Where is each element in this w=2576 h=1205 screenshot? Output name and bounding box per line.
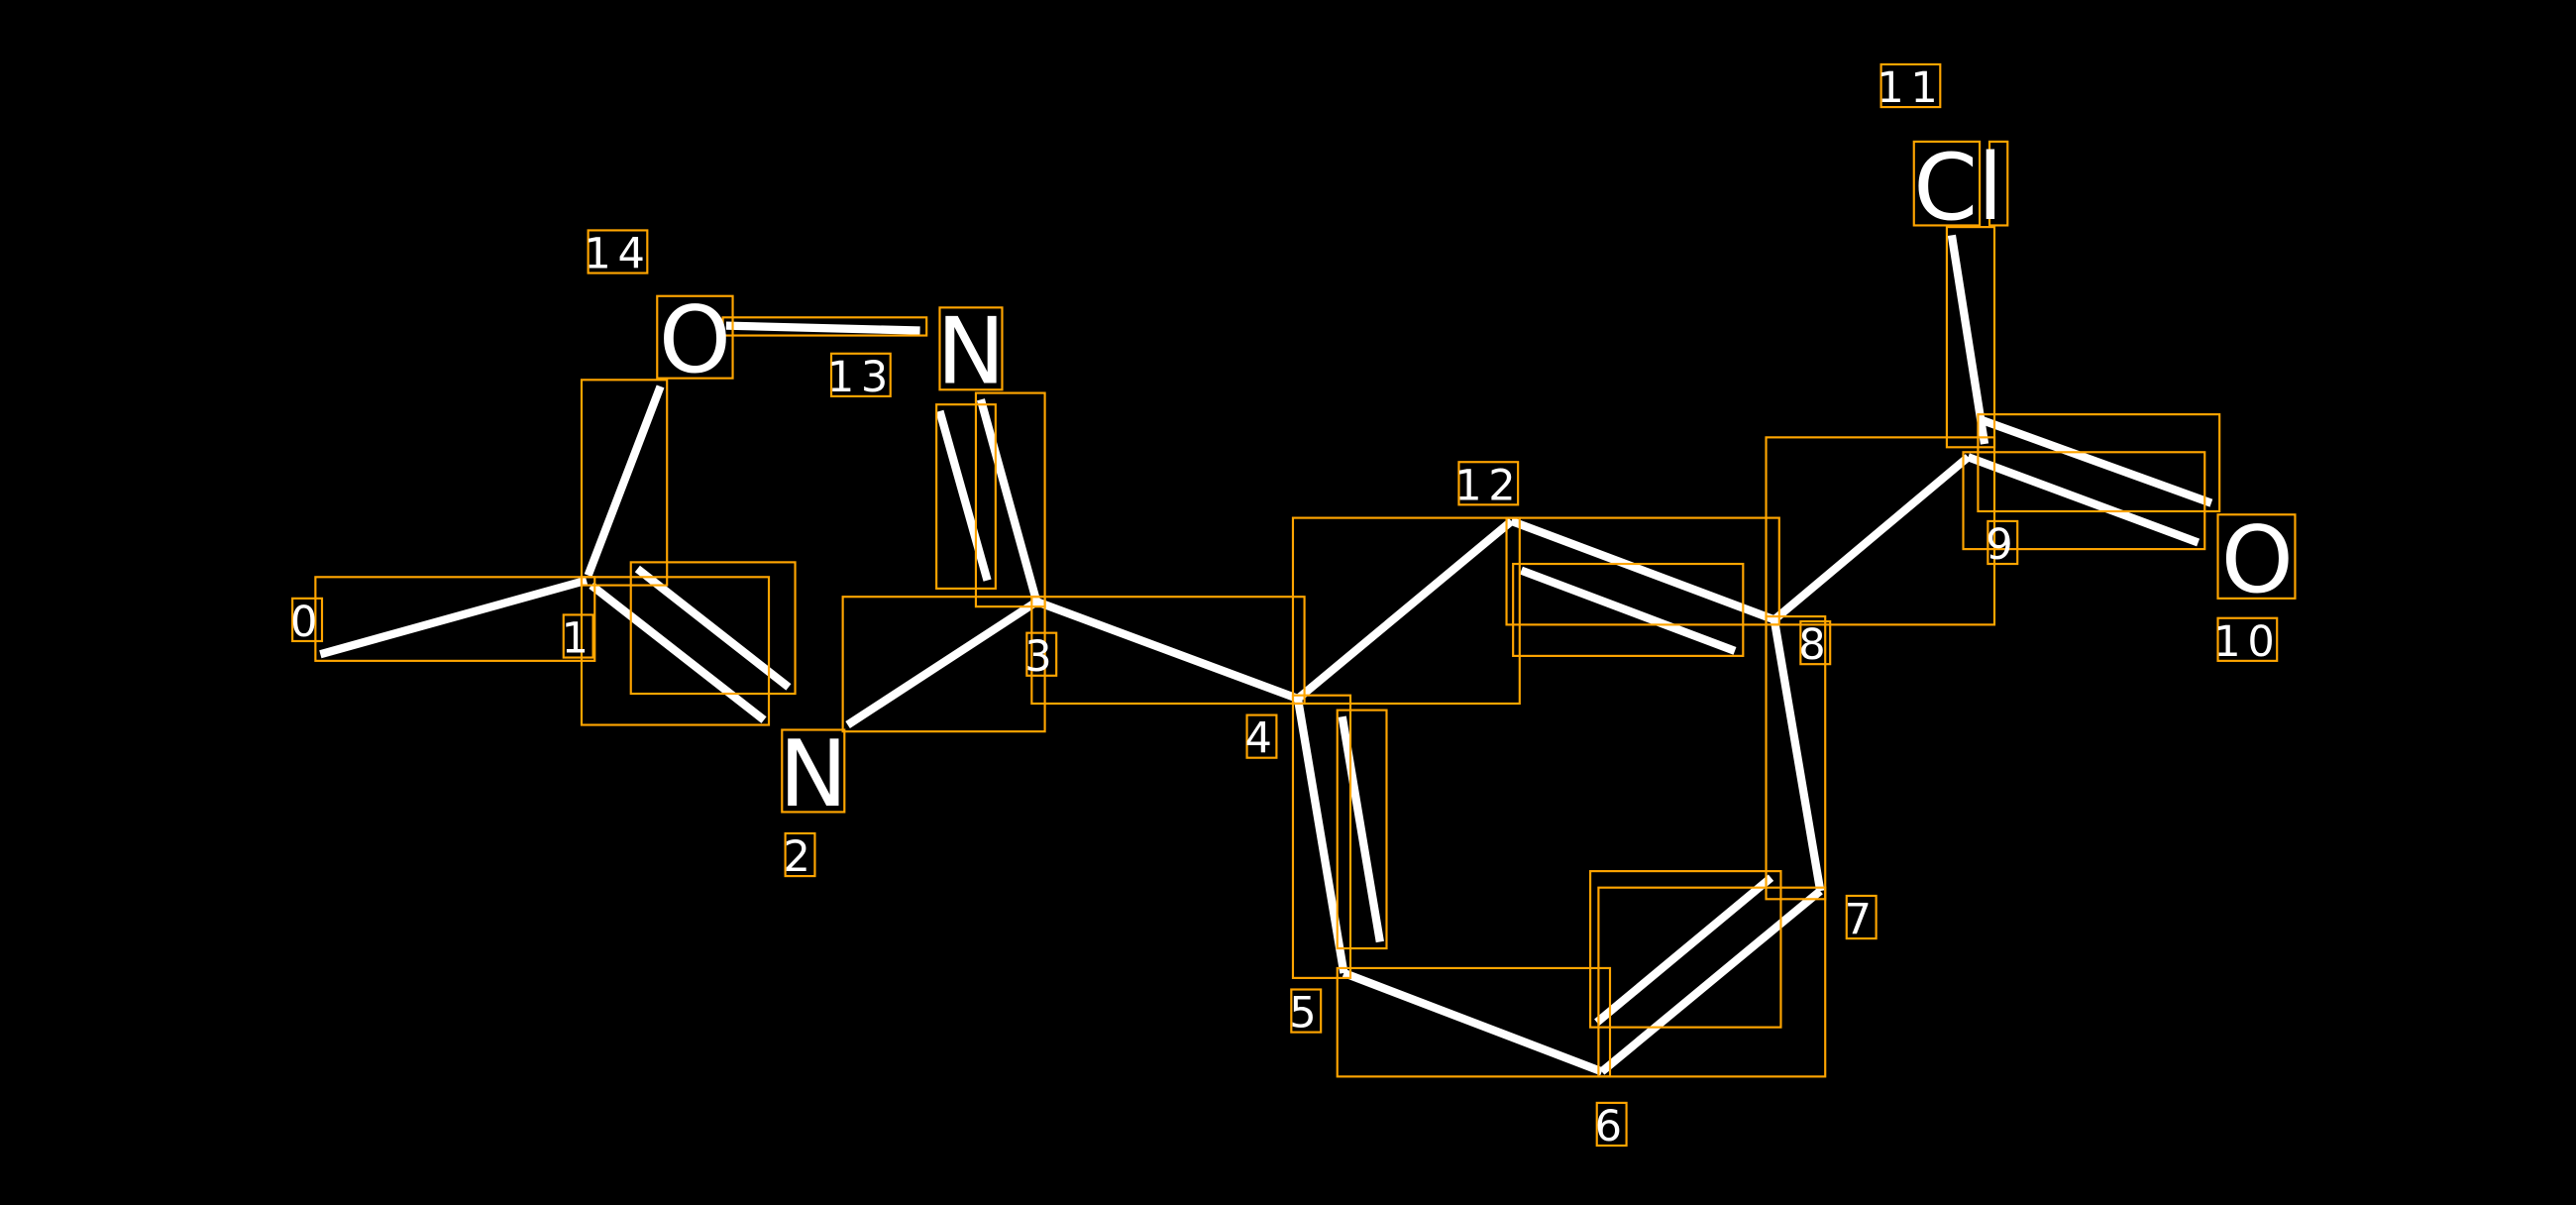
atom-12-index: 12 (1454, 461, 1522, 510)
bond-4-12 (1295, 517, 1515, 703)
bounding-box (1589, 870, 1782, 1029)
bounding-box (314, 576, 596, 662)
bond-12-8 (1510, 517, 1776, 624)
atom-1-index: 1 (562, 614, 595, 664)
bounding-box (580, 576, 771, 726)
bounding-box (1945, 226, 1996, 449)
bond-7-8 (1770, 618, 1825, 892)
index-box (784, 831, 816, 878)
atom-10-index: 10 (2213, 617, 2281, 667)
bounding-box (938, 306, 1004, 391)
bounding-box (1505, 516, 1780, 626)
bounding-box (1765, 436, 1996, 626)
index-box (1457, 461, 1520, 506)
bond-9-10 (1978, 415, 2213, 507)
bond-3-4 (1034, 598, 1300, 703)
atom-9-index: 9 (1986, 520, 2019, 570)
index-box (1986, 519, 2019, 566)
bounding-box (1030, 596, 1306, 706)
index-box (2216, 616, 2279, 662)
index-box (291, 597, 324, 643)
bounding-box (629, 561, 797, 696)
index-box (1595, 1101, 1628, 1148)
index-box (587, 229, 649, 274)
index-box (1799, 619, 1832, 666)
bounding-box (1987, 140, 2009, 227)
bounding-box (1912, 140, 1982, 227)
bounding-box (935, 403, 997, 590)
bond-1-2-second-line (634, 565, 792, 691)
bond-13-3-second-line (935, 409, 992, 582)
bounding-box (1512, 562, 1745, 657)
bond-1-2 (589, 582, 767, 723)
bounding-box (974, 391, 1046, 608)
atom-0-index: 0 (290, 598, 324, 647)
atom-14-element: O (659, 286, 731, 393)
atom-10-element: O (2221, 506, 2294, 613)
bond-14-13 (725, 321, 920, 335)
bounding-box (721, 316, 928, 337)
bond-1-14 (584, 384, 665, 578)
atom-8-index: 8 (1798, 620, 1832, 670)
bounding-box (1336, 709, 1388, 950)
bonds (319, 234, 2213, 1076)
bond-9-10-second-line (1967, 453, 2200, 547)
atom-2-element: N (779, 720, 847, 827)
bond-9-11 (1947, 234, 1989, 445)
atom-11-index: 11 (1877, 63, 1944, 113)
atom-5-index: 5 (1289, 989, 1323, 1039)
index-box (562, 613, 594, 659)
bounding-box (1291, 516, 1521, 706)
index-box (1845, 894, 1878, 940)
bounding-box (2216, 513, 2297, 600)
bond-0-1 (319, 576, 589, 659)
atom-14-index: 14 (584, 230, 651, 279)
bond-13-3 (976, 398, 1041, 603)
bond-12-8-second-line (1519, 566, 1737, 655)
bounding-box (1977, 413, 2221, 513)
bond-8-9 (1771, 454, 1972, 623)
bond-3-2 (845, 598, 1039, 729)
index-box (1245, 713, 1278, 759)
bounding-box (1291, 694, 1352, 979)
bond-4-5 (1293, 698, 1348, 974)
atom-7-index: 7 (1845, 895, 1878, 944)
bounding-box (1962, 451, 2206, 551)
bond-6-7 (1599, 887, 1823, 1075)
index-box (1879, 62, 1942, 109)
atom-13-element: N (936, 298, 1005, 405)
atom-4-index: 4 (1244, 714, 1278, 764)
bond-5-6 (1342, 969, 1604, 1076)
bounding-box (1336, 966, 1612, 1078)
bond-6-7-second-line (1594, 874, 1774, 1026)
bounding-box (580, 379, 669, 587)
bounding-box (781, 728, 846, 814)
index-box (1025, 631, 1058, 677)
atom-3-index: 3 (1024, 632, 1058, 682)
bounding-boxes (291, 62, 2297, 1148)
bounding-box (656, 294, 734, 380)
bounding-box (1597, 886, 1827, 1078)
atom-13-index: 13 (827, 353, 895, 402)
index-box (829, 352, 892, 397)
atom-11-element: Cl (1913, 134, 2003, 241)
bounding-box (1765, 615, 1827, 901)
bounding-box (841, 596, 1046, 733)
atom-6-index: 6 (1595, 1102, 1629, 1151)
atom-2-index: 2 (783, 832, 816, 882)
bond-4-5-second-line (1338, 715, 1384, 943)
index-box (1290, 988, 1323, 1034)
